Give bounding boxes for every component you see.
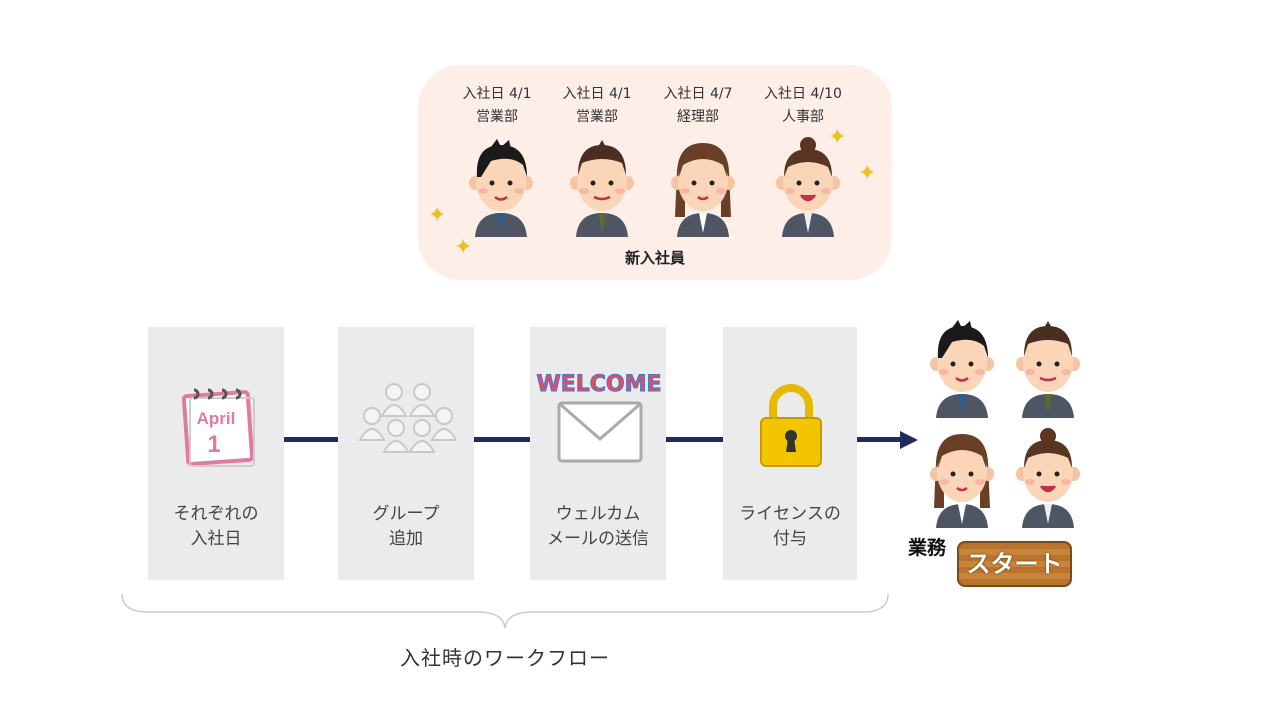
sparkle-icon: ✦ [454,235,473,260]
calendar-day: 1 [207,431,220,458]
woman-bun-hair-icon [768,137,848,241]
connector-line [474,437,530,442]
join-date: 入社日 4/1 [462,86,532,102]
woman-bun-hair-icon [1008,428,1088,532]
start-badge: スタート [957,541,1072,587]
sparkle-icon: ✦ [828,125,847,150]
connector-arrow [857,437,905,442]
join-date: 入社日 4/1 [562,86,632,102]
workflow-caption: 入社時のワークフロー [400,646,610,670]
step-label-line: ウェルカム [555,504,641,524]
new-hire-4: 入社日 4/10 人事部 [748,83,858,129]
connector-line [666,437,723,442]
step-welcome-mail: WELCOME ウェルカムメールの送信 [530,327,666,580]
padlock-icon [760,384,822,467]
department: 人事部 [782,109,824,125]
step-label: ライセンスの付与 [723,502,857,552]
step-label-line: それぞれの [173,504,259,524]
department: 経理部 [677,109,719,125]
calendar-month: April [197,409,236,428]
welcome-mail-icon: WELCOME [536,372,662,463]
step-label-line: 付与 [773,529,807,549]
step-label: それぞれの入社日 [148,502,284,552]
department: 営業部 [576,109,618,125]
brace [121,593,889,629]
step-label-line: メールの送信 [547,529,649,549]
step-label-line: 入社日 [190,529,242,549]
step-label-line: 追加 [389,529,423,549]
join-date: 入社日 4/10 [764,86,842,102]
step-label-line: ライセンスの [739,504,841,524]
arrow-head-icon [900,431,918,449]
welcome-banner: WELCOME [536,372,661,397]
sparkle-icon: ✦ [858,161,877,186]
join-date: 入社日 4/7 [663,86,733,102]
woman-long-hair-icon [922,428,1002,532]
connector-line [284,437,338,442]
new-hires-title: 新入社員 [624,249,685,267]
woman-long-hair-icon [663,137,743,241]
step-label-line: グループ [372,504,440,524]
step-label: グループ追加 [338,502,474,552]
step-join-date: April 1 それぞれの入社日 [148,327,284,580]
man-short-hair-icon [1008,318,1088,422]
man-short-hair-icon [562,137,642,241]
group-icon [358,383,456,453]
calendar-icon: April 1 [181,388,255,467]
work-label: 業務 [908,537,947,559]
man-spiky-hair-icon [461,137,541,241]
step-label: ウェルカムメールの送信 [530,502,666,552]
step-group-add: グループ追加 [338,327,474,580]
sparkle-icon: ✦ [428,203,447,228]
step-license: ライセンスの付与 [723,327,857,580]
man-spiky-hair-icon [922,318,1002,422]
department: 営業部 [476,109,518,125]
new-hire-2: 入社日 4/1 営業部 [542,83,652,129]
new-hire-3: 入社日 4/7 経理部 [643,83,753,129]
new-hires-panel: 入社日 4/1 営業部 入社日 4/1 営業部 入社日 4/7 経理部 入社日 … [418,65,892,280]
new-hire-1: 入社日 4/1 営業部 [442,83,552,129]
